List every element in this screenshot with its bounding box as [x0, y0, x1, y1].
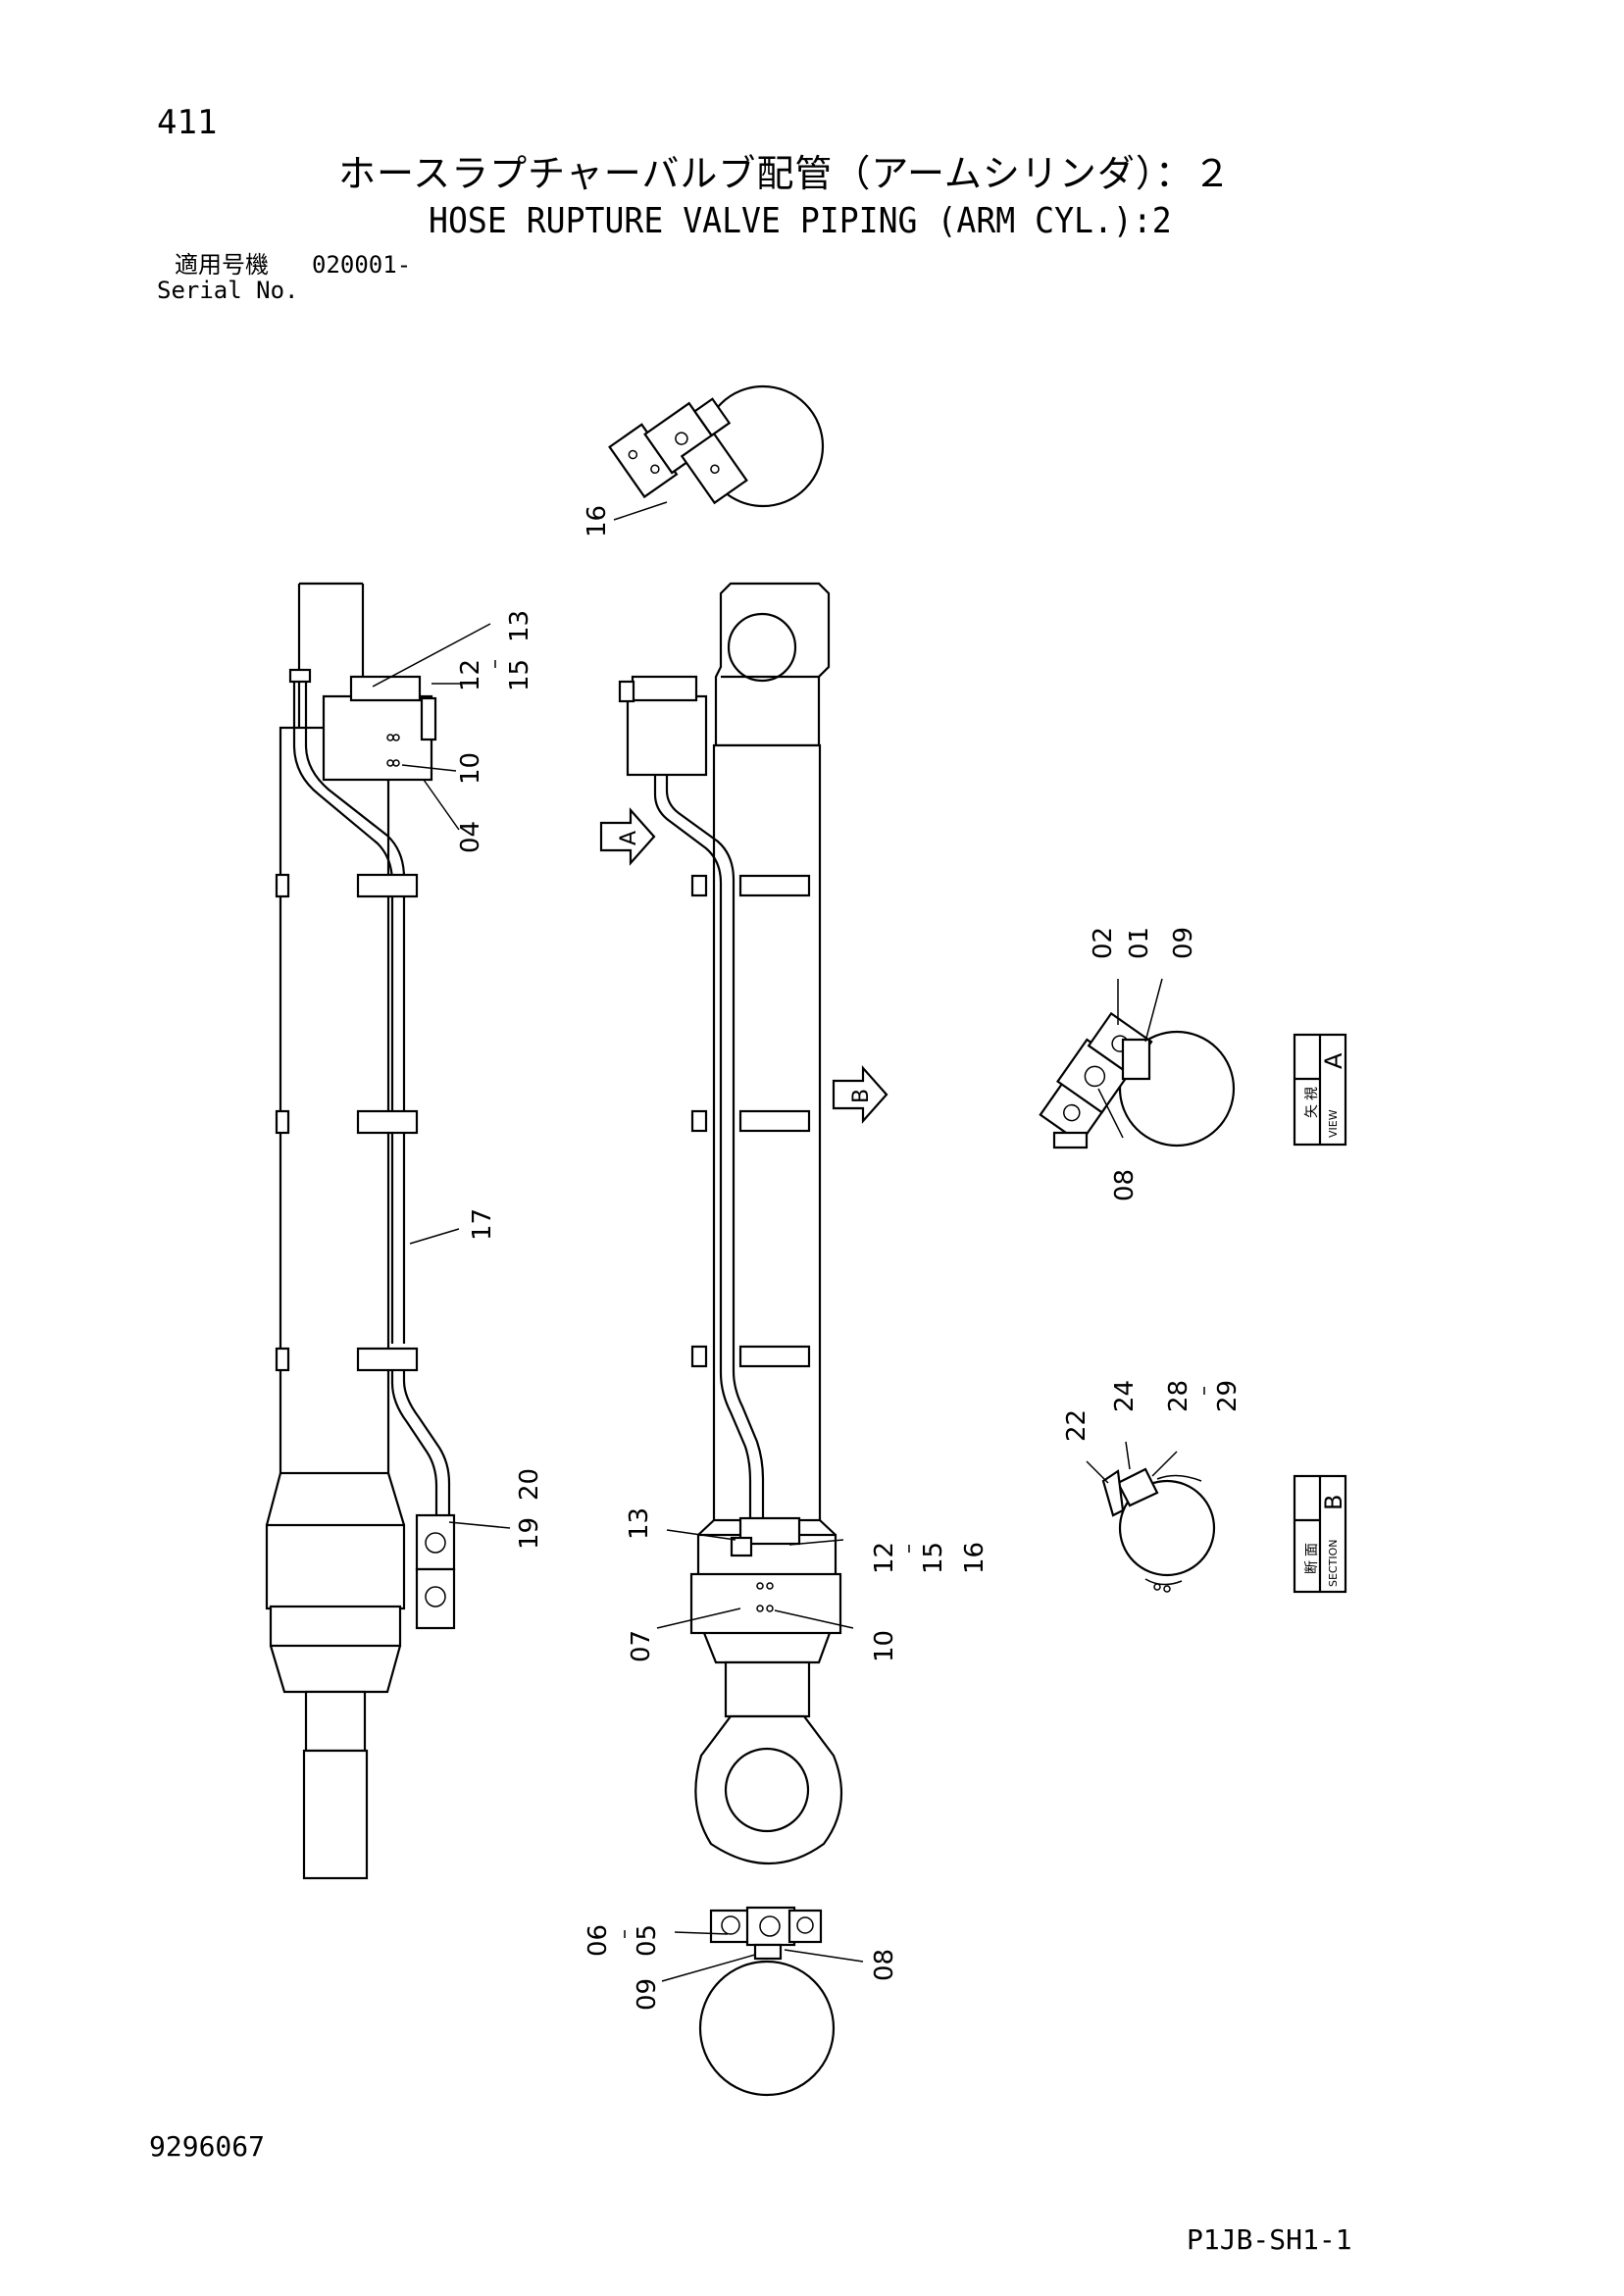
callout-02-view-a: 02 [1089, 927, 1118, 959]
view-a-detail: 02 01 09 08 A 矢 視 VIEW [1039, 927, 1347, 1201]
section-b-letter: B [1320, 1495, 1347, 1510]
section-b-label-ja-2: 面 [1304, 1543, 1320, 1556]
callout-12-center: 12 [870, 1542, 899, 1574]
callout-22-section-b: 22 [1062, 1409, 1091, 1442]
title-japanese: ホースラプチャーバルブ配管（アームシリンダ）：２ [338, 152, 1232, 195]
view-arrow-b: B [832, 1065, 888, 1124]
callout-20-left: 20 [515, 1468, 544, 1501]
section-b-label-ja-1: 断 [1304, 1560, 1320, 1574]
callout-07-center: 07 [627, 1630, 656, 1662]
top-detail: 16 [583, 384, 825, 537]
document-number: 9296067 [149, 2130, 266, 2163]
center-cylinder-view: A B 13 12 15 16 07 10 [599, 582, 990, 1865]
view-a-label-ja-2: 視 [1304, 1087, 1320, 1100]
view-a-label-en: VIEW [1327, 1109, 1340, 1138]
view-a-letter: A [1320, 1052, 1347, 1069]
callout-01-view-a: 01 [1125, 927, 1154, 959]
callout-24-section-b: 24 [1110, 1380, 1140, 1412]
section-b-label-en: SECTION [1327, 1540, 1340, 1587]
callout-09-bottom: 09 [633, 1978, 662, 2011]
page-number: 411 [157, 103, 218, 142]
bottom-detail-pipe-circle [698, 1960, 836, 2097]
section-b-pipe-circle [1118, 1479, 1216, 1577]
callout-06-bottom: 06 [584, 1924, 613, 1957]
bottom-detail: 06 05 09 08 [584, 1906, 899, 2097]
serial-value: 020001- [312, 251, 412, 279]
view-a-label-ja-1: 矢 [1304, 1104, 1320, 1118]
callout-08-bottom: 08 [870, 1949, 899, 1981]
callout-15-center: 15 [919, 1542, 948, 1574]
view-arrow-a: A [599, 807, 656, 866]
callout-17-left: 17 [468, 1208, 497, 1241]
callout-10-left: 10 [456, 752, 485, 785]
callout-28-section-b: 28 [1164, 1380, 1193, 1412]
view-a-pipe-circle [1118, 1030, 1236, 1148]
callout-29-section-b: 29 [1213, 1380, 1243, 1412]
callout-10-center: 10 [870, 1630, 899, 1662]
top-detail-valve [608, 397, 748, 505]
callout-13-center: 13 [625, 1507, 654, 1540]
callout-19-left: 19 [515, 1517, 544, 1550]
serial-label-japanese: 適用号機 [175, 251, 269, 279]
sheet-code: P1JB-SH1-1 [1187, 2223, 1352, 2256]
callout-15-left: 15 [505, 659, 534, 691]
callout-09-view-a: 09 [1169, 927, 1198, 959]
serial-label-english: Serial No. [157, 277, 299, 304]
section-b-detail: 22 24 28 29 B 断 面 SECTION [1062, 1380, 1347, 1594]
title-english: HOSE RUPTURE VALVE PIPING (ARM CYL.):2 [429, 201, 1172, 241]
arrow-b-letter: B [849, 1089, 874, 1103]
callout-12-left: 12 [456, 659, 485, 691]
left-clamps [275, 873, 419, 1372]
callout-04-left: 04 [456, 821, 485, 853]
callout-16-top: 16 [583, 505, 612, 537]
callout-16-center: 16 [960, 1542, 990, 1574]
callout-08-view-a: 08 [1110, 1169, 1140, 1201]
arrow-a-letter: A [617, 831, 641, 845]
center-clamps [690, 874, 811, 1368]
callout-05-bottom: 05 [633, 1924, 662, 1957]
callout-13-left: 13 [505, 610, 534, 642]
left-cylinder-view: 13 12 15 10 04 17 20 19 [265, 582, 544, 1880]
